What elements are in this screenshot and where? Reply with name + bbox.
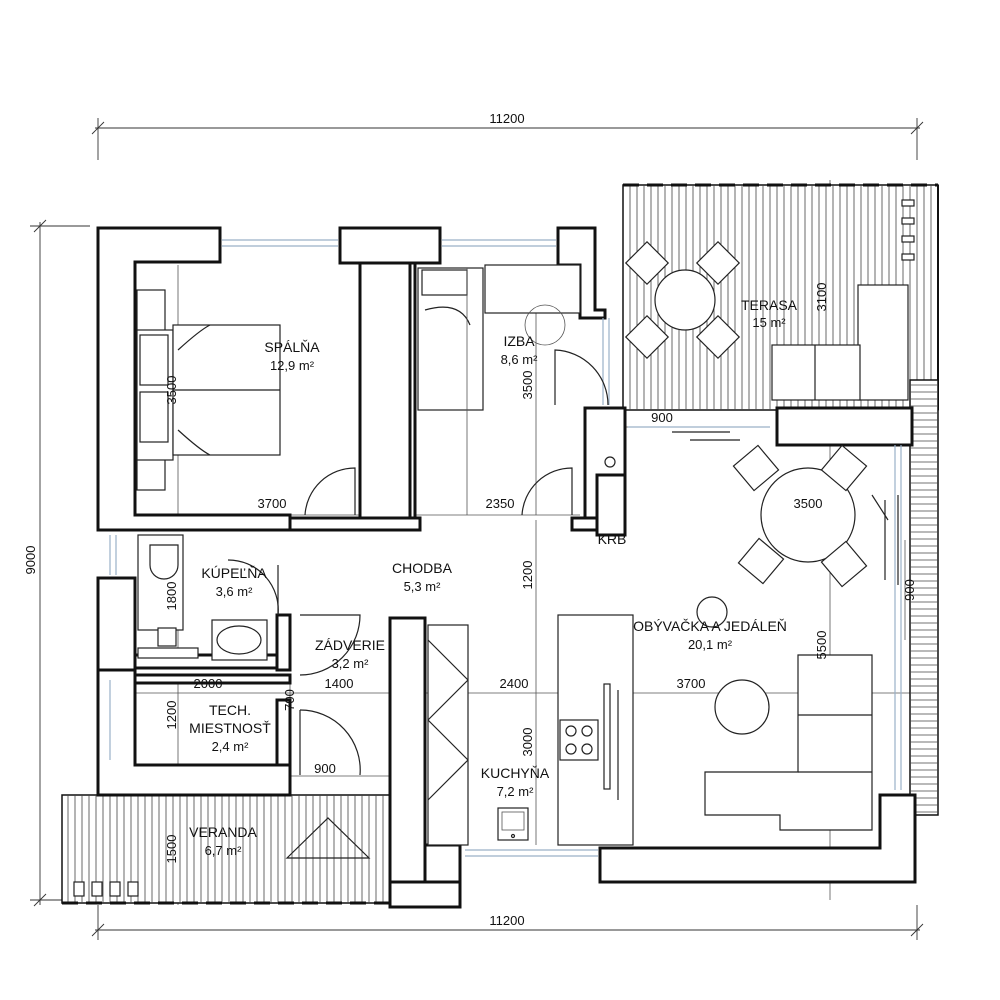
- dim-zadverie-width: 1400: [325, 676, 354, 691]
- room-name-zadverie: ZÁDVERIE: [315, 637, 385, 653]
- room-name-tech-2: MIESTNOSŤ: [189, 720, 271, 736]
- dim-tech-door: 700: [282, 689, 297, 711]
- veranda-furniture: [73, 817, 371, 897]
- dim-dining-table: 3500: [794, 496, 823, 511]
- dim-left-total: 9000: [23, 546, 38, 575]
- dim-terasa-door: 900: [651, 410, 673, 425]
- dimension-labels: 11200 11200 9000 3700 3500 2350 3500 310…: [23, 111, 917, 928]
- kuchyna-furniture: [427, 614, 634, 846]
- room-area-izba: 8,6 m²: [501, 352, 539, 367]
- dim-tech-depth: 1200: [164, 701, 179, 730]
- windows: [109, 239, 902, 857]
- room-name-veranda: VERANDA: [189, 824, 257, 840]
- obyvacka-furniture: [696, 444, 899, 831]
- room-area-terasa: 15 m²: [752, 315, 786, 330]
- kupelna-furniture: [137, 534, 268, 661]
- dim-top-total: 11200: [489, 111, 524, 126]
- room-labels: SPÁLŇA 12,9 m² IZBA 8,6 m² TERASA 15 m² …: [189, 297, 798, 858]
- dim-entry-door: 900: [314, 761, 336, 776]
- room-name-tech-1: TECH.: [209, 702, 251, 718]
- walls: [96, 226, 917, 909]
- terasa-furniture: [624, 199, 915, 401]
- room-name-chodba: CHODBA: [392, 560, 453, 576]
- dim-kuchyna-depth: 3000: [520, 728, 535, 757]
- krb-label: KRB: [598, 531, 627, 547]
- dim-spalna-width: 3700: [258, 496, 287, 511]
- room-name-kuchyna: KUCHYŇA: [481, 765, 550, 781]
- dim-bottom-total: 11200: [489, 913, 524, 928]
- spalna-furniture: [136, 289, 281, 491]
- room-area-kupelna: 3,6 m²: [216, 584, 254, 599]
- dim-tech-width: 2000: [194, 676, 223, 691]
- izba-furniture: [417, 264, 581, 515]
- dim-veranda-depth: 1500: [164, 835, 179, 864]
- dim-spalna-depth: 3500: [164, 376, 179, 405]
- room-area-tech: 2,4 m²: [212, 739, 250, 754]
- doors: [227, 349, 889, 776]
- room-name-obyvacka: OBÝVAČKA A JEDÁLEŇ: [633, 618, 787, 634]
- dim-chodba-depth: 1200: [520, 561, 535, 590]
- fireplace: [604, 456, 616, 468]
- room-name-kupelna: KÚPEĽŇA: [201, 565, 267, 581]
- room-area-obyvacka: 20,1 m²: [688, 637, 733, 652]
- room-area-spalna: 12,9 m²: [270, 358, 315, 373]
- room-area-veranda: 6,7 m²: [205, 843, 243, 858]
- room-area-chodba: 5,3 m²: [404, 579, 442, 594]
- dim-izba-depth: 3500: [520, 371, 535, 400]
- room-name-izba: IZBA: [503, 333, 535, 349]
- dim-obyvacka-width: 3700: [677, 676, 706, 691]
- dim-obyvacka-depth: 5500: [814, 631, 829, 660]
- room-name-terasa: TERASA: [741, 297, 798, 313]
- room-area-kuchyna: 7,2 m²: [497, 784, 535, 799]
- dim-terasa-depth: 3100: [814, 283, 829, 312]
- dim-izba-width: 2350: [486, 496, 515, 511]
- room-area-zadverie: 3,2 m²: [332, 656, 370, 671]
- dim-right-window: 900: [902, 579, 917, 601]
- dim-kupelna-depth: 1800: [164, 582, 179, 611]
- dim-chodba-width: 2400: [500, 676, 529, 691]
- room-name-spalna: SPÁLŇA: [264, 339, 320, 355]
